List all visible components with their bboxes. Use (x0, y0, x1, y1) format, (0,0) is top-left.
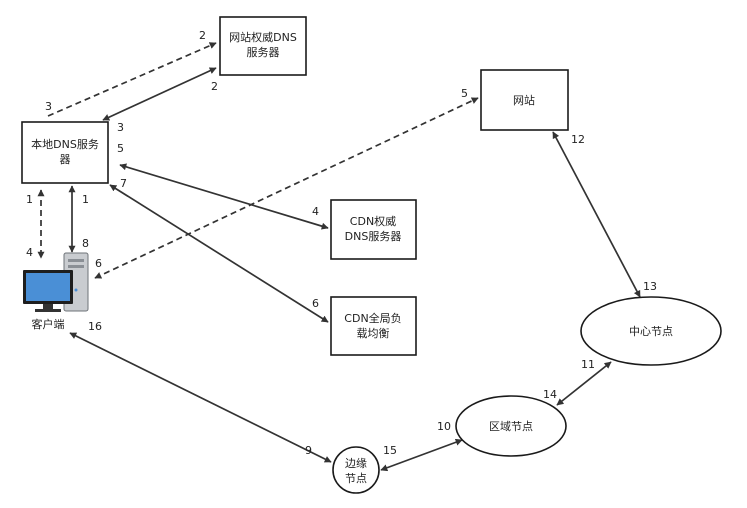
client-node: 客户端 (23, 252, 89, 331)
website-label: 网站 (513, 93, 535, 107)
step-5-local: 5 (117, 142, 124, 155)
cdn-glb-node: CDN全局负 载均衡 (330, 296, 417, 356)
edge-local-dns-cdn-glb (109, 184, 329, 323)
step-1-solid: 1 (82, 193, 89, 206)
region-node-label: 区域节点 (489, 420, 533, 433)
center-node: 中心节点 (580, 296, 722, 366)
step-3-solid: 3 (117, 121, 124, 134)
local-dns-node: 本地DNS服务 器 (21, 121, 109, 184)
step-9: 9 (305, 444, 312, 457)
client-label: 客户端 (32, 317, 65, 331)
cdn-glb-label-line1: CDN全局负 (344, 311, 401, 325)
step-12: 12 (571, 133, 585, 146)
cdn-glb-label-line2: 载均衡 (357, 327, 390, 340)
region-node: 区域节点 (455, 395, 567, 457)
desktop-computer-icon (23, 252, 89, 312)
step-13: 13 (643, 280, 657, 293)
local-dns-label-line2: 器 (60, 153, 71, 166)
edge-site-dns-to-local-dns (102, 67, 217, 121)
step-4-client: 4 (26, 246, 33, 259)
step-10: 10 (437, 420, 451, 433)
site-auth-dns-label-line2: 服务器 (247, 46, 280, 59)
local-dns-label-line1: 本地DNS服务 (31, 137, 99, 151)
step-15: 15 (383, 444, 397, 457)
step-2-solid: 2 (211, 80, 218, 93)
step-8: 8 (82, 237, 89, 250)
step-6-glb: 6 (312, 297, 319, 310)
step-5-website: 5 (461, 87, 468, 100)
site-auth-dns-node: 网站权威DNS 服务器 (219, 16, 307, 76)
center-node-label: 中心节点 (629, 325, 673, 338)
edge-node-label-line1: 边缘 (345, 457, 367, 470)
cdn-auth-dns-label-line2: DNS服务器 (345, 230, 402, 243)
step-4-cdn: 4 (312, 205, 319, 218)
step-6-client: 6 (95, 257, 102, 270)
edge-region-node-edge-node (380, 438, 463, 472)
cdn-auth-dns-node: CDN权威 DNS服务器 (330, 199, 417, 260)
edge-node-label-line2: 节点 (345, 472, 367, 485)
step-2-dashed: 2 (199, 29, 206, 42)
step-14: 14 (543, 388, 557, 401)
website-node: 网站 (480, 69, 569, 131)
edge-client-edge-node (69, 332, 332, 463)
edge-node: 边缘 节点 (332, 446, 380, 494)
step-3-dashed: 3 (45, 100, 52, 113)
site-auth-dns-label-line1: 网站权威DNS (229, 30, 297, 44)
edge-website-center-node (552, 131, 641, 298)
edge-center-node-region-node (556, 361, 612, 406)
step-16: 16 (88, 320, 102, 333)
step-1-dashed: 1 (26, 193, 33, 206)
cdn-auth-dns-label-line1: CDN权威 (350, 215, 396, 228)
edge-client-website-dashed (94, 97, 479, 279)
step-7: 7 (120, 177, 127, 190)
step-11: 11 (581, 358, 595, 371)
edge-local-dns-cdn-auth-dns (119, 163, 329, 230)
